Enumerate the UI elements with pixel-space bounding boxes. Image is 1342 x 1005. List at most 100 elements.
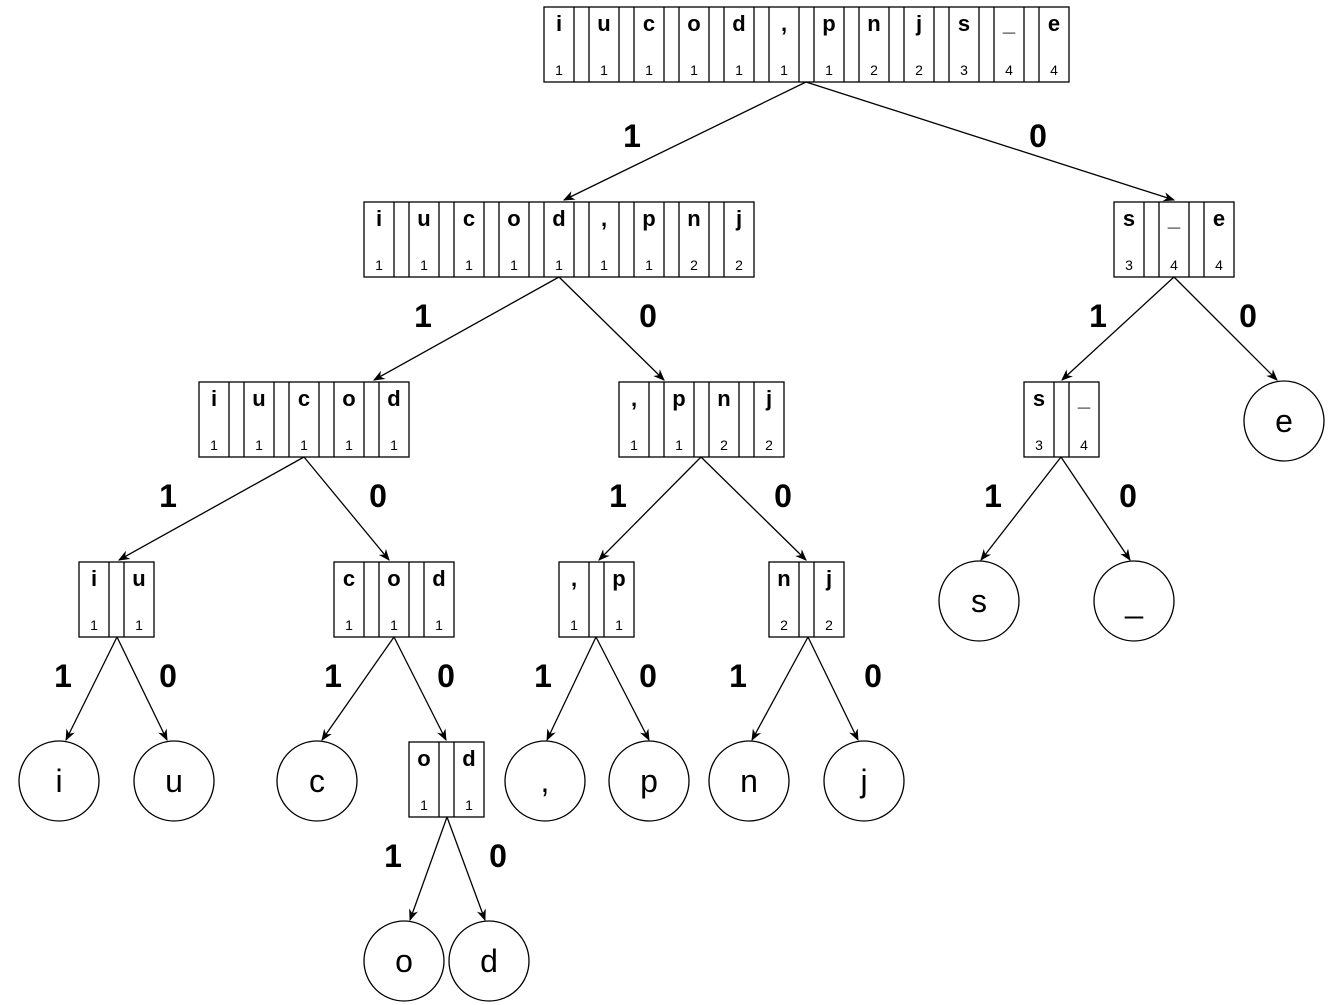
cell-symbol: _ bbox=[1167, 206, 1181, 231]
cell-symbol: s bbox=[1033, 386, 1045, 411]
node-frame bbox=[1113, 201, 1235, 278]
cell-symbol: o bbox=[387, 566, 400, 591]
cell-count: 1 bbox=[615, 617, 623, 633]
cell-count: 1 bbox=[465, 797, 473, 813]
leaf-node-c: c bbox=[276, 740, 358, 822]
leaf-node-s: s bbox=[938, 560, 1020, 642]
leaf-node-comma: , bbox=[504, 740, 586, 822]
edge-arrow bbox=[372, 276, 560, 381]
leaf-node-d: d bbox=[448, 920, 530, 1002]
edge-label: 0 bbox=[639, 298, 657, 334]
leaf-label: o bbox=[395, 943, 413, 979]
leaf-label: d bbox=[480, 943, 498, 979]
cell-symbol: p bbox=[642, 206, 655, 231]
cell-count: 1 bbox=[345, 617, 353, 633]
leaf-circle bbox=[823, 740, 905, 822]
leaf-label: _ bbox=[1124, 583, 1144, 619]
edge-LLL-to-u: 0 bbox=[116, 636, 177, 742]
edge-arrow bbox=[117, 456, 305, 561]
node-frame bbox=[618, 381, 785, 458]
edge-label: 1 bbox=[324, 658, 342, 694]
cell-symbol: , bbox=[631, 386, 637, 411]
edge-label: 0 bbox=[1119, 478, 1137, 514]
edge-LR-to-LRR: 0 bbox=[700, 456, 807, 561]
cell-count: 1 bbox=[600, 257, 608, 273]
cell-symbol: d bbox=[387, 386, 400, 411]
edge-label: 1 bbox=[384, 838, 402, 874]
edge-label: 0 bbox=[1029, 118, 1047, 154]
cell-symbol: u bbox=[132, 566, 145, 591]
cell-symbol: e bbox=[1048, 11, 1060, 36]
edge-RL-to-underscore: 0 bbox=[1060, 456, 1137, 561]
node-frame bbox=[558, 561, 635, 638]
edge-LLR-to-c: 1 bbox=[321, 636, 395, 741]
edge-arrow bbox=[116, 636, 168, 742]
edge-label: 1 bbox=[609, 478, 627, 514]
leaf-label: j bbox=[859, 763, 867, 799]
cell-symbol: u bbox=[417, 206, 430, 231]
edge-L-to-LR: 0 bbox=[558, 276, 665, 381]
cell-symbol: d bbox=[552, 206, 565, 231]
edge-arrow bbox=[595, 636, 650, 742]
cell-symbol: n bbox=[777, 566, 790, 591]
cell-count: 2 bbox=[690, 257, 698, 273]
cell-count: 1 bbox=[600, 62, 608, 78]
cell-count: 1 bbox=[90, 617, 98, 633]
cell-symbol: , bbox=[571, 566, 577, 591]
edge-label: 1 bbox=[414, 298, 432, 334]
cell-symbol: n bbox=[687, 206, 700, 231]
cell-count: 1 bbox=[825, 62, 833, 78]
edge-R-to-e: 0 bbox=[1173, 276, 1278, 381]
edge-root-to-R: 0 bbox=[805, 81, 1176, 202]
edge-LRL-to-p: 0 bbox=[595, 636, 657, 742]
cell-count: 4 bbox=[1215, 257, 1223, 273]
edge-label: 1 bbox=[729, 658, 747, 694]
edge-R-to-RL: 1 bbox=[1061, 276, 1175, 381]
cell-symbol: o bbox=[342, 386, 355, 411]
cell-count: 4 bbox=[1050, 62, 1058, 78]
edge-label: 0 bbox=[369, 478, 387, 514]
cell-symbol: p bbox=[822, 11, 835, 36]
cell-count: 1 bbox=[555, 62, 563, 78]
cell-count: 3 bbox=[960, 62, 968, 78]
cell-count: 1 bbox=[420, 257, 428, 273]
leaf-circle bbox=[276, 740, 358, 822]
cell-symbol: i bbox=[376, 206, 382, 231]
cell-symbol: n bbox=[717, 386, 730, 411]
edge-LRL-to-comma: 1 bbox=[534, 636, 597, 742]
edge-label: 1 bbox=[623, 118, 641, 154]
cell-symbol: n bbox=[867, 11, 880, 36]
leaf-circle bbox=[608, 740, 690, 822]
edge-label: 1 bbox=[159, 478, 177, 514]
cell-symbol: s bbox=[958, 11, 970, 36]
leaf-node-n: n bbox=[708, 740, 790, 822]
leaf-label: n bbox=[740, 763, 758, 799]
cell-count: 1 bbox=[780, 62, 788, 78]
edge-arrow bbox=[980, 456, 1062, 561]
edge-label: 0 bbox=[489, 838, 507, 874]
leaf-label: i bbox=[55, 763, 62, 799]
leaf-label: p bbox=[640, 763, 658, 799]
cell-symbol: j bbox=[915, 11, 922, 36]
edge-arrow bbox=[65, 636, 118, 742]
edge-arrow bbox=[805, 81, 1176, 202]
leaf-node-o: o bbox=[363, 920, 445, 1002]
cell-symbol: j bbox=[765, 386, 772, 411]
edge-LLR-to-LLRR: 0 bbox=[393, 636, 455, 742]
node-frame bbox=[768, 561, 845, 638]
edge-arrow bbox=[546, 636, 597, 742]
edge-arrow bbox=[807, 636, 859, 742]
cell-count: 1 bbox=[465, 257, 473, 273]
edge-L-to-LL: 1 bbox=[372, 276, 560, 381]
edge-LR-to-LRL: 1 bbox=[598, 456, 702, 561]
edge-label: 0 bbox=[639, 658, 657, 694]
edge-label: 1 bbox=[1089, 298, 1107, 334]
cell-count: 3 bbox=[1125, 257, 1133, 273]
cell-symbol: e bbox=[1213, 206, 1225, 231]
leaf-node-i: i bbox=[18, 740, 100, 822]
cell-count: 1 bbox=[255, 437, 263, 453]
